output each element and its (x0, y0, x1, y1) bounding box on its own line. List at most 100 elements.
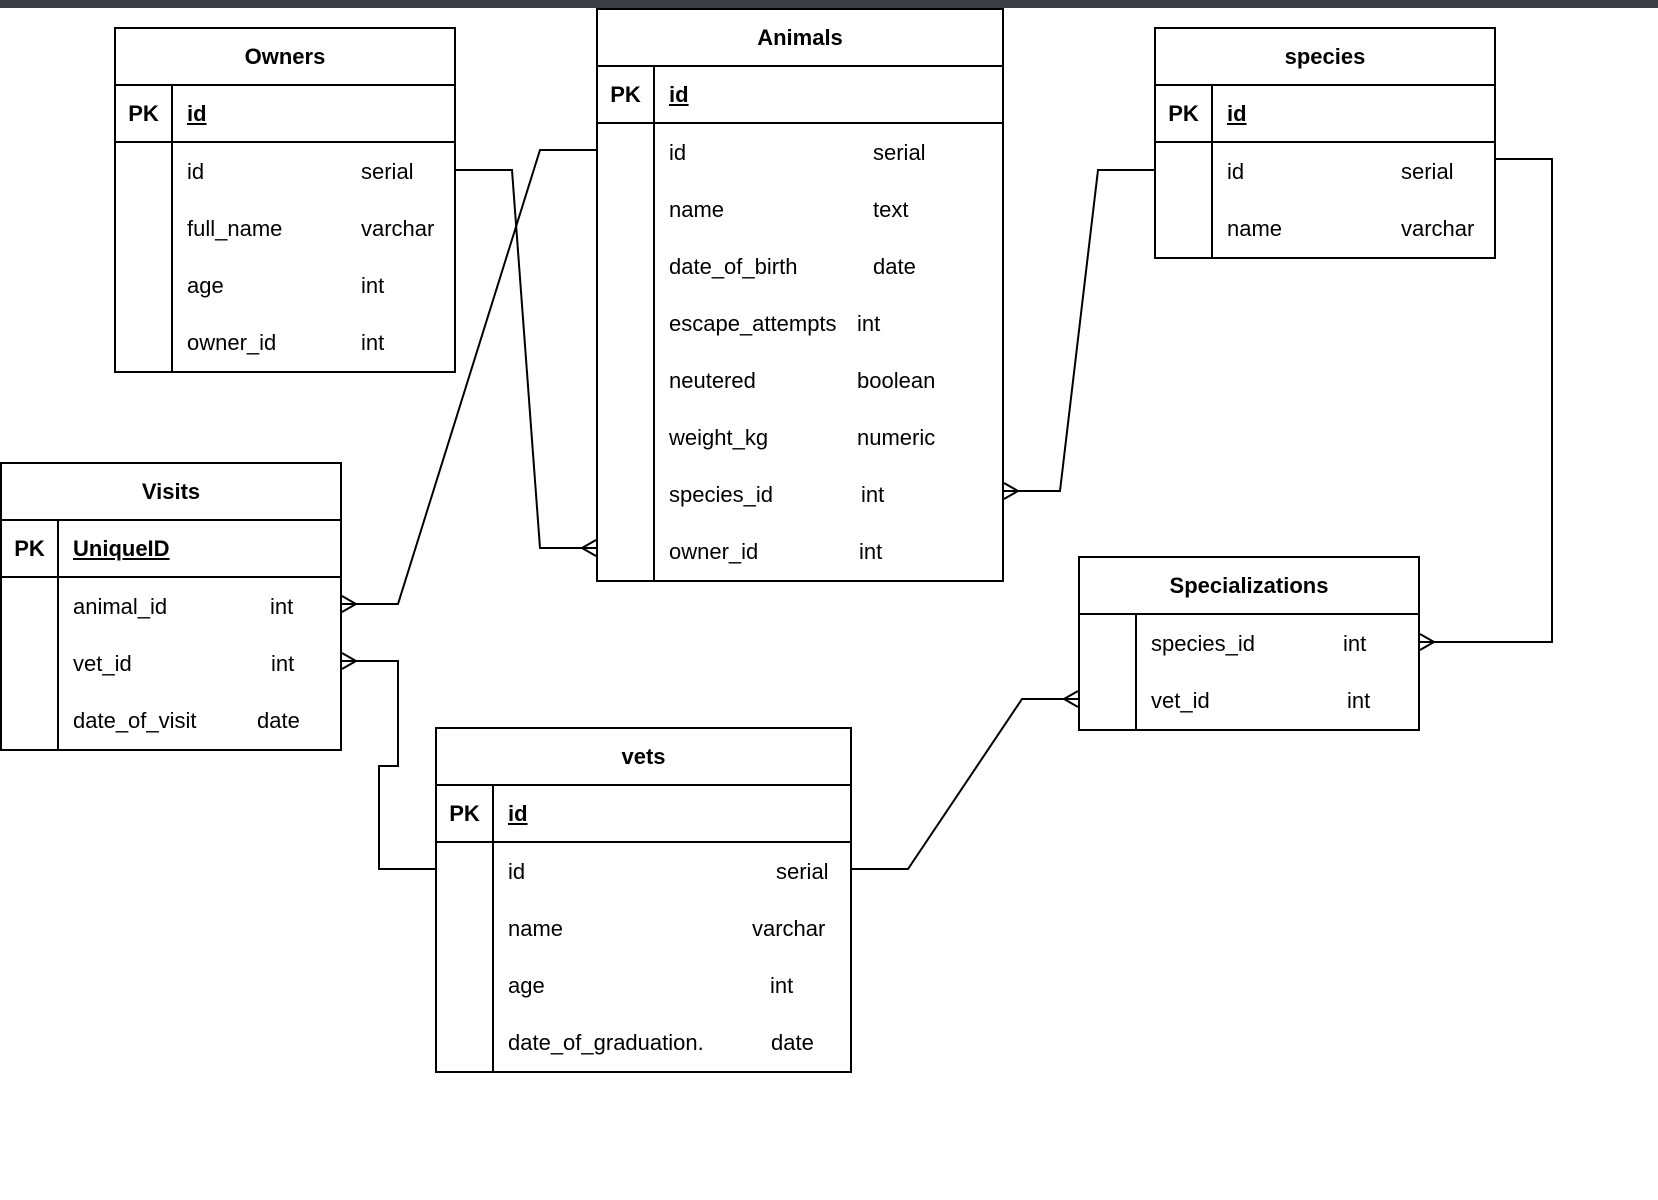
crowfoot-many-icon (1003, 482, 1021, 500)
entity-specializations[interactable]: Specializations species_id int vet_id in… (1078, 556, 1420, 731)
crowfoot-many-icon (341, 652, 359, 670)
pk-field-name: id (187, 100, 207, 126)
field-type: int (361, 330, 385, 355)
primary-key-row: PK id (437, 786, 850, 843)
relationship-vets-specializations (852, 690, 1079, 870)
crowfoot-many-icon (341, 595, 359, 613)
field-name: date_of_birth (669, 254, 798, 279)
window-top-bar (0, 0, 1658, 8)
key-gutter (1080, 615, 1137, 729)
entity-title: Owners (116, 29, 454, 86)
entity-vets[interactable]: vets PK id id serial name varchar age in… (435, 727, 852, 1073)
field-row: species_id int (1137, 615, 1418, 672)
field-type: int (1347, 688, 1371, 713)
field-type: serial (1401, 159, 1454, 184)
field-type: int (270, 594, 294, 619)
field-row: id serial (173, 143, 454, 200)
crowfoot-many-icon (1061, 690, 1079, 708)
entity-title: Animals (598, 10, 1002, 67)
field-list: id serial name varchar (1213, 143, 1494, 257)
field-type: int (271, 651, 295, 676)
field-row: id serial (1213, 143, 1494, 200)
entity-title: vets (437, 729, 850, 786)
pk-field-name: UniqueID (73, 535, 170, 561)
field-name: name (1227, 216, 1283, 241)
field-row: owner_id int (173, 314, 454, 371)
field-type: text (873, 197, 909, 222)
pk-label: PK (598, 67, 655, 122)
key-gutter (116, 143, 173, 371)
primary-key-row: PK id (116, 86, 454, 143)
field-name: animal_id (73, 594, 168, 619)
field-row: date_of_birth date (655, 238, 1002, 295)
key-gutter (598, 124, 655, 580)
field-type: date (257, 708, 300, 733)
field-name: date_of_visit (73, 708, 197, 733)
entity-title: Specializations (1080, 558, 1418, 615)
key-gutter (2, 578, 59, 749)
field-type: int (857, 311, 881, 336)
field-type: int (770, 973, 794, 998)
field-row: animal_id int (59, 578, 340, 635)
entity-owners[interactable]: Owners PK id id serial full_name varchar… (114, 27, 456, 373)
field-type: boolean (857, 368, 936, 393)
field-name: id (1227, 159, 1245, 184)
field-type: date (873, 254, 916, 279)
field-type: varchar (1401, 216, 1475, 241)
entity-title: Visits (2, 464, 340, 521)
entity-species[interactable]: species PK id id serial name varchar (1154, 27, 1496, 259)
field-row: escape_attempts int (655, 295, 1002, 352)
field-name: age (508, 973, 545, 998)
pk-field-name: id (508, 800, 528, 826)
field-list: animal_id int vet_id int date_of_visit d… (59, 578, 340, 749)
field-type: date (771, 1030, 814, 1055)
field-row: vet_id int (1137, 672, 1418, 729)
key-gutter (1156, 143, 1213, 257)
primary-key-row: PK UniqueID (2, 521, 340, 578)
field-row: weight_kg numeric (655, 409, 1002, 466)
field-type: int (861, 482, 885, 507)
pk-field-name: id (1227, 100, 1247, 126)
field-row: age int (494, 957, 850, 1014)
relationship-vets-visits (341, 652, 435, 870)
field-type: serial (776, 859, 829, 884)
field-type: int (1343, 631, 1367, 656)
pk-label: PK (2, 521, 59, 576)
field-type: int (859, 539, 883, 564)
field-name: species_id (669, 482, 773, 507)
field-list: id serial name varchar age int date_of_g… (494, 843, 850, 1071)
relationship-owners-animals (456, 169, 597, 557)
field-row: name varchar (1213, 200, 1494, 257)
field-type: serial (361, 159, 414, 184)
field-list: id serial full_name varchar age int owne… (173, 143, 454, 371)
field-row: species_id int (655, 466, 1002, 523)
field-type: varchar (361, 216, 435, 241)
field-name: id (669, 140, 687, 165)
field-row: date_of_graduation. date (494, 1014, 850, 1071)
field-name: date_of_graduation. (508, 1030, 704, 1055)
field-name: age (187, 273, 224, 298)
field-row: date_of_visit date (59, 692, 340, 749)
pk-field-name: id (669, 81, 689, 107)
field-name: name (669, 197, 725, 222)
field-name: name (508, 916, 564, 941)
relationship-species-animals (1003, 169, 1154, 500)
field-type: serial (873, 140, 926, 165)
pk-label: PK (437, 786, 494, 841)
pk-label: PK (116, 86, 173, 141)
crowfoot-many-icon (579, 539, 597, 557)
field-row: owner_id int (655, 523, 1002, 580)
field-name: species_id (1151, 631, 1255, 656)
field-row: vet_id int (59, 635, 340, 692)
field-name: owner_id (669, 539, 759, 564)
field-name: vet_id (1151, 688, 1210, 713)
entity-visits[interactable]: Visits PK UniqueID animal_id int vet_id … (0, 462, 342, 751)
field-name: owner_id (187, 330, 277, 355)
pk-label: PK (1156, 86, 1213, 141)
entity-animals[interactable]: Animals PK id id serial name text date_o… (596, 8, 1004, 582)
field-name: weight_kg (669, 425, 769, 450)
field-type: varchar (752, 916, 826, 941)
field-list: id serial name text date_of_birth date e… (655, 124, 1002, 580)
key-gutter (437, 843, 494, 1071)
field-name: neutered (669, 368, 756, 393)
